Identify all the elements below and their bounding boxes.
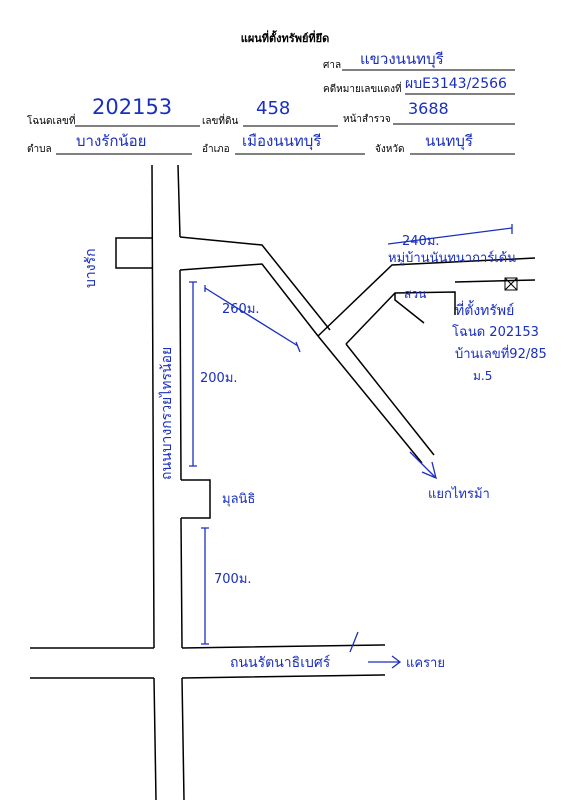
dim-260-line — [204, 285, 301, 353]
red-case-value: ผบE3143/2566 — [405, 76, 507, 92]
village-road — [317, 257, 536, 345]
garden-label: สวน — [404, 287, 426, 301]
distance-240: 240ม. — [402, 234, 440, 249]
distance-260: 260ม. — [222, 302, 260, 317]
bang-rak-label: บางรัก — [83, 248, 99, 288]
khae-rai-label: แคราย — [406, 656, 445, 671]
survey-page-value: 3688 — [408, 99, 449, 118]
sai-ma-label: แยกไทรม้า — [428, 486, 490, 502]
diagonal-road — [317, 335, 435, 464]
top-branch-road — [179, 236, 331, 337]
document-title: แผนที่ตั้งทรัพย์ที่ยึด — [241, 30, 330, 45]
dim-700-line — [201, 527, 209, 645]
property-lot-lines — [454, 279, 536, 283]
main-road-right-edge — [177, 164, 185, 800]
cross-road-tick — [349, 631, 359, 653]
district-label: อำเภอ — [202, 144, 230, 155]
property-box — [504, 277, 518, 291]
market-block — [181, 479, 211, 519]
main-road-left-edge — [151, 164, 157, 800]
khae-rai-arrow — [368, 655, 402, 669]
cross-road-label: ถนนรัตนาธิเบศร์ — [230, 654, 331, 671]
sai-ma-arrow — [409, 451, 437, 480]
bang-rak-block — [115, 237, 152, 269]
province-label: จังหวัด — [375, 144, 404, 155]
deed-value: 202153 — [92, 95, 172, 119]
land-no-label: เลขที่ดิน — [202, 113, 238, 127]
red-case-label: คดีหมายเลขแดงที่ — [323, 81, 402, 95]
map-roads — [30, 164, 536, 800]
dim-200-line — [189, 281, 197, 467]
property-house-no: บ้านเลขที่92/85 — [455, 345, 547, 362]
subdistrict-label: ตำบล — [27, 144, 52, 155]
map-annotations — [189, 224, 513, 669]
deed-label: โฉนดเลขที่ — [27, 113, 76, 127]
land-no-value: 458 — [256, 98, 290, 119]
property-label: ที่ตั้งทรัพย์ — [455, 300, 514, 319]
property-moo: ม.5 — [473, 369, 492, 383]
property-deed: โฉนด 202153 — [452, 324, 539, 340]
survey-page-label: หน้าสำรวจ — [343, 113, 391, 125]
court-value: แขวงนนทบุรี — [360, 50, 444, 69]
dim-240-line — [387, 224, 513, 245]
distance-200: 200ม. — [200, 371, 238, 386]
province-value: นนทบุรี — [425, 132, 473, 151]
market-label: มุลนิธิ — [222, 492, 255, 507]
court-label: ศาล — [323, 60, 341, 71]
distance-700: 700ม. — [214, 572, 252, 587]
cross-road-edges — [30, 644, 386, 679]
main-road-label: ถนนบางกรวยไทรน้อย — [158, 347, 175, 480]
subdistrict-value: บางรักน้อย — [76, 132, 146, 150]
village-label: หมู่บ้านนันทนาการ์เด้น — [388, 250, 516, 266]
district-value: เมืองนนทบุรี — [242, 132, 321, 151]
